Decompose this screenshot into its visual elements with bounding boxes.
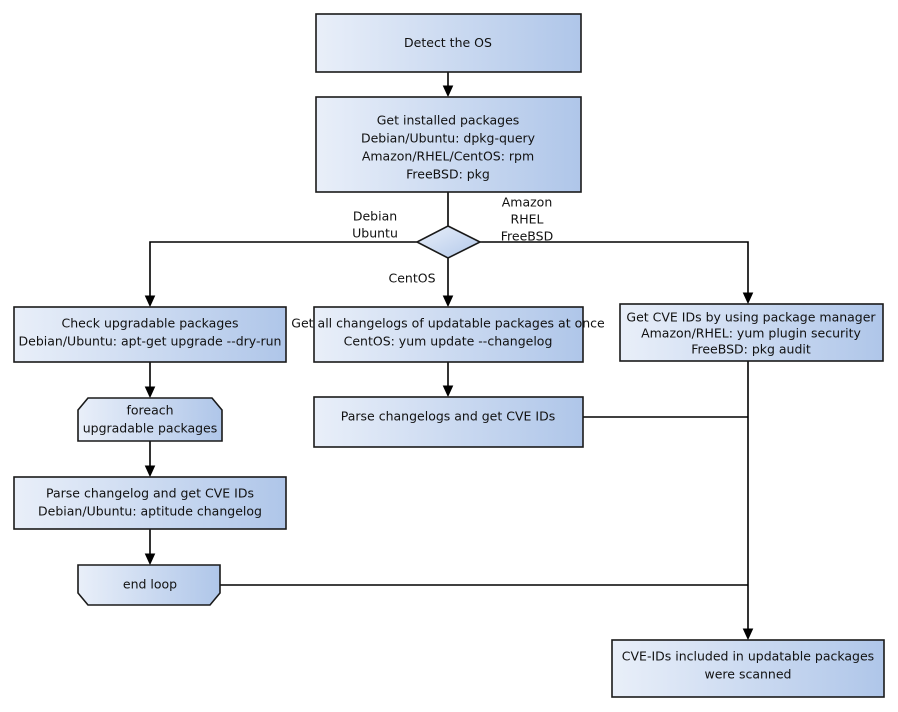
edge-label-amazon-rhel-freebsd: Amazon RHEL FreeBSD bbox=[501, 195, 553, 244]
edge-label-debian-ubuntu-line-0: Debian bbox=[353, 209, 397, 224]
node-get-installed-packages[interactable]: Get installed packages Debian/Ubuntu: dp… bbox=[315, 96, 582, 193]
node-foreach-upgradable-packages-line-1: upgradable packages bbox=[83, 421, 218, 436]
node-check-upgradable-packages-line-0: Check upgradable packages bbox=[62, 316, 239, 331]
node-foreach-upgradable-packages-shape bbox=[77, 397, 223, 442]
node-check-upgradable-packages[interactable]: Check upgradable packages Debian/Ubuntu:… bbox=[13, 306, 287, 363]
node-end-loop-line-0: end loop bbox=[123, 577, 177, 592]
edge-label-debian-ubuntu-line-1: Ubuntu bbox=[352, 226, 398, 241]
node-detect-os-shape bbox=[315, 13, 582, 73]
node-check-upgradable-packages-shape bbox=[13, 306, 287, 363]
node-scanned-result-shape bbox=[611, 639, 885, 698]
node-foreach-upgradable-packages-line-0: foreach bbox=[126, 403, 173, 418]
node-detect-os[interactable]: Detect the OS bbox=[315, 13, 582, 73]
connector-layer bbox=[144, 72, 754, 641]
node-parse-changelogs-center[interactable]: Parse changelogs and get CVE IDs bbox=[313, 396, 584, 448]
node-scanned-result-line-0: CVE-IDs included in updatable packages bbox=[622, 649, 874, 664]
node-os-decision[interactable] bbox=[415, 225, 482, 259]
edge-label-amazon-rhel-freebsd-line-1: RHEL bbox=[511, 212, 544, 227]
node-get-all-changelogs[interactable]: Get all changelogs of updatable packages… bbox=[291, 306, 605, 363]
edge-label-amazon-rhel-freebsd-line-2: FreeBSD bbox=[501, 229, 553, 244]
node-get-cve-ids-package-manager-shape bbox=[619, 303, 884, 362]
edge-decision-to-left-branch bbox=[144, 241, 417, 308]
node-get-installed-packages-line-3: FreeBSD: pkg bbox=[406, 167, 490, 182]
node-get-installed-packages-line-1: Debian/Ubuntu: dpkg-query bbox=[361, 131, 536, 146]
node-end-loop[interactable]: end loop bbox=[77, 564, 221, 606]
node-detect-os-line-0: Detect the OS bbox=[404, 35, 492, 50]
node-get-cve-ids-package-manager-line-1: Amazon/RHEL: yum plugin security bbox=[641, 326, 861, 341]
node-parse-changelog-left-line-0: Parse changelog and get CVE IDs bbox=[46, 486, 254, 501]
node-end-loop-shape bbox=[77, 564, 221, 606]
node-parse-changelog-left[interactable]: Parse changelog and get CVE IDs Debian/U… bbox=[13, 476, 287, 530]
node-get-all-changelogs-line-0: Get all changelogs of updatable packages… bbox=[291, 316, 605, 331]
node-scanned-result[interactable]: CVE-IDs included in updatable packages w… bbox=[611, 639, 885, 698]
node-scanned-result-line-1: were scanned bbox=[705, 667, 792, 682]
node-parse-changelog-left-shape bbox=[13, 476, 287, 530]
node-parse-changelog-left-line-1: Debian/Ubuntu: aptitude changelog bbox=[38, 504, 262, 519]
node-get-installed-packages-line-2: Amazon/RHEL/CentOS: rpm bbox=[362, 149, 534, 164]
node-foreach-upgradable-packages[interactable]: foreach upgradable packages bbox=[77, 397, 223, 442]
node-check-upgradable-packages-line-1: Debian/Ubuntu: apt-get upgrade --dry-run bbox=[19, 334, 282, 349]
node-get-all-changelogs-shape bbox=[313, 306, 584, 363]
node-get-installed-packages-line-0: Get installed packages bbox=[377, 113, 520, 128]
node-os-decision-shape bbox=[415, 225, 482, 259]
node-get-cve-ids-package-manager-line-2: FreeBSD: pkg audit bbox=[691, 342, 811, 357]
node-get-cve-ids-package-manager[interactable]: Get CVE IDs by using package manager Ama… bbox=[619, 303, 884, 362]
node-parse-changelogs-center-shape bbox=[313, 396, 584, 448]
edge-label-centos: CentOS bbox=[388, 271, 435, 286]
edge-label-amazon-rhel-freebsd-line-0: Amazon bbox=[502, 195, 553, 210]
node-get-cve-ids-package-manager-line-0: Get CVE IDs by using package manager bbox=[626, 310, 876, 325]
edge-decision-to-right-branch bbox=[480, 241, 754, 305]
edge-label-debian-ubuntu: Debian Ubuntu bbox=[352, 209, 398, 241]
edge-label-centos-line-0: CentOS bbox=[388, 271, 435, 286]
node-get-all-changelogs-line-1: CentOS: yum update --changelog bbox=[344, 334, 553, 349]
node-get-installed-packages-shape bbox=[315, 96, 582, 193]
node-parse-changelogs-center-line-0: Parse changelogs and get CVE IDs bbox=[341, 409, 555, 424]
